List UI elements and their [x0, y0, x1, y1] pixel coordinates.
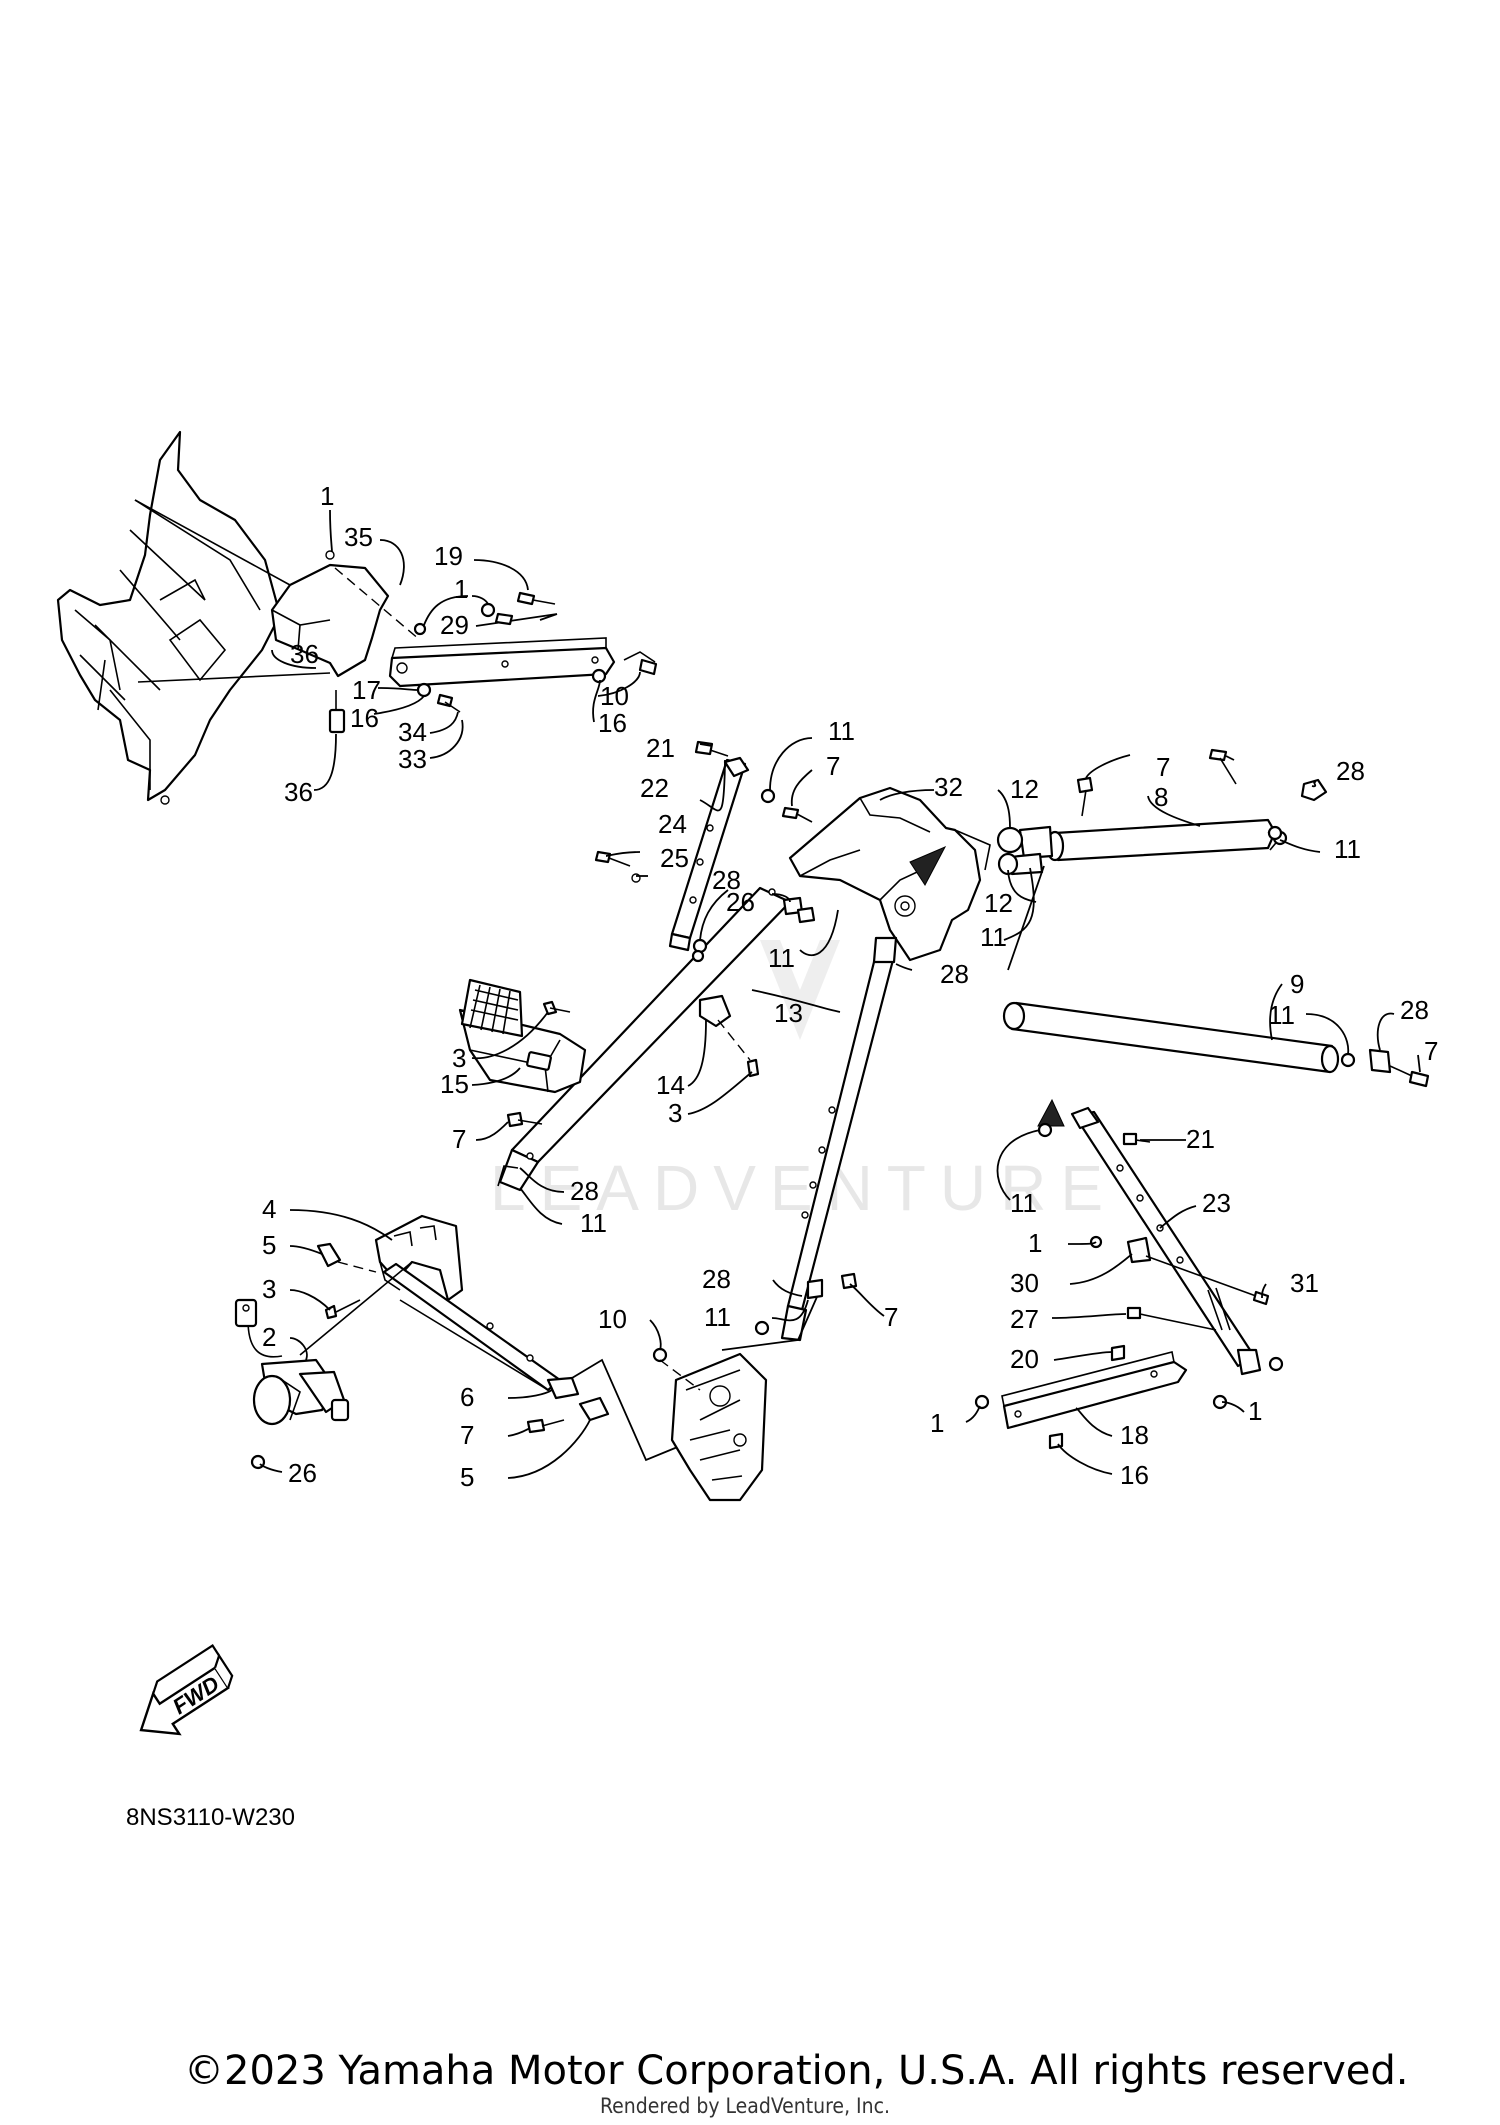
callout-19: 19 — [434, 541, 463, 571]
callout-4: 4 — [262, 1194, 276, 1224]
callout-13: 13 — [774, 998, 803, 1028]
callout-33: 33 — [398, 744, 427, 774]
callout-3c: 3 — [262, 1274, 276, 1304]
callout-29: 29 — [440, 610, 469, 640]
fasteners-upper — [413, 591, 658, 713]
callout-1c: 1 — [1028, 1228, 1042, 1258]
callout-3: 3 — [452, 1043, 466, 1073]
motor-2 — [234, 1242, 413, 1470]
callout-12: 12 — [1010, 774, 1039, 804]
callout-10: 10 — [600, 681, 629, 711]
bar-8 — [996, 748, 1328, 971]
callout-7f: 7 — [460, 1420, 474, 1450]
callout-5b: 5 — [460, 1462, 474, 1492]
callout-30: 30 — [1010, 1268, 1039, 1298]
callout-36: 36 — [290, 639, 319, 669]
callout-28: 28 — [1336, 756, 1365, 786]
callout-21b: 21 — [1186, 1124, 1215, 1154]
copyright-notice: ©2023 Yamaha Motor Corporation, U.S.A. A… — [184, 2048, 1409, 2094]
rod-13 — [497, 886, 792, 1192]
callout-7c: 7 — [1424, 1036, 1438, 1066]
callout-20: 20 — [1010, 1344, 1039, 1374]
callout-10b: 10 — [598, 1304, 627, 1334]
rendered-by-note: Rendered by LeadVenture, Inc. — [600, 2094, 890, 2118]
callout-11g: 11 — [1010, 1188, 1037, 1218]
callout-3b: 3 — [668, 1098, 682, 1128]
callout-1b: 1 — [454, 574, 468, 604]
callout-9: 9 — [1290, 969, 1304, 999]
callout-17: 17 — [352, 675, 381, 705]
fasteners-mid — [594, 740, 816, 963]
callout-16c: 16 — [1120, 1460, 1149, 1490]
callout-1d: 1 — [930, 1408, 944, 1438]
callout-12b: 12 — [984, 888, 1013, 918]
callout-1: 1 — [320, 481, 334, 511]
callout-7d: 7 — [452, 1124, 466, 1154]
callout-23: 23 — [1202, 1188, 1231, 1218]
engine-block — [652, 1272, 858, 1502]
callout-6: 6 — [460, 1382, 474, 1412]
callout-7: 7 — [826, 751, 840, 781]
callout-16b: 16 — [598, 708, 627, 738]
leader-lines — [259, 509, 1421, 1479]
callout-28d: 28 — [1400, 995, 1429, 1025]
callout-16: 16 — [350, 703, 379, 733]
callout-35: 35 — [344, 522, 373, 552]
callout-11c: 11 — [980, 922, 1007, 952]
clip-14 — [698, 994, 760, 1078]
callout-14: 14 — [656, 1070, 685, 1100]
callout-11d: 11 — [768, 943, 795, 973]
fuse-box-15 — [458, 978, 587, 1128]
callout-28b: 28 — [712, 865, 741, 895]
callout-25: 25 — [660, 843, 689, 873]
bar-17 — [388, 613, 616, 688]
callout-22: 22 — [640, 773, 669, 803]
callout-1e: 1 — [1248, 1396, 1262, 1426]
clip-36 — [328, 690, 346, 734]
bar-23 — [1037, 1098, 1284, 1376]
body-panel — [56, 430, 331, 805]
callout-8: 8 — [1154, 782, 1168, 812]
callout-11h: 11 — [704, 1302, 731, 1332]
bar-22 — [668, 756, 750, 952]
callout-11: 11 — [828, 716, 855, 746]
callout-24: 24 — [658, 809, 687, 839]
diagram-code: 8NS3110-W230 — [126, 1804, 295, 1831]
bracket-32 — [788, 786, 991, 962]
callout-32: 32 — [934, 772, 963, 802]
callout-5: 5 — [262, 1230, 276, 1260]
callout-21: 21 — [646, 733, 675, 763]
callout-26: 26 — [726, 887, 755, 917]
callout-7b: 7 — [1156, 752, 1170, 782]
bar-9 — [1002, 1001, 1430, 1088]
callout-11b: 11 — [1334, 834, 1361, 864]
callout-27: 27 — [1010, 1304, 1039, 1334]
fwd-arrow-icon: FWD — [139, 1644, 234, 1736]
callout-15: 15 — [440, 1069, 469, 1099]
callout-11e: 11 — [1268, 1000, 1295, 1030]
rod-13b — [780, 936, 898, 1342]
callout-36b: 36 — [284, 777, 313, 807]
callout-7e: 7 — [884, 1302, 898, 1332]
callout-28e: 28 — [570, 1176, 599, 1206]
callouts: 1 35 19 1 29 36 17 16 34 33 10 16 36 11 … — [262, 481, 1438, 1492]
callout-28c: 28 — [940, 959, 969, 989]
callout-34: 34 — [398, 717, 427, 747]
callout-11f: 11 — [580, 1208, 607, 1238]
callout-31: 31 — [1290, 1268, 1319, 1298]
bracket-35 — [270, 550, 421, 678]
bar-6 — [382, 1262, 580, 1400]
callout-28f: 28 — [702, 1264, 731, 1294]
callout-2: 2 — [262, 1322, 276, 1352]
bar-18 — [974, 1344, 1228, 1450]
callout-26b: 26 — [288, 1458, 317, 1488]
callout-18: 18 — [1120, 1420, 1149, 1450]
